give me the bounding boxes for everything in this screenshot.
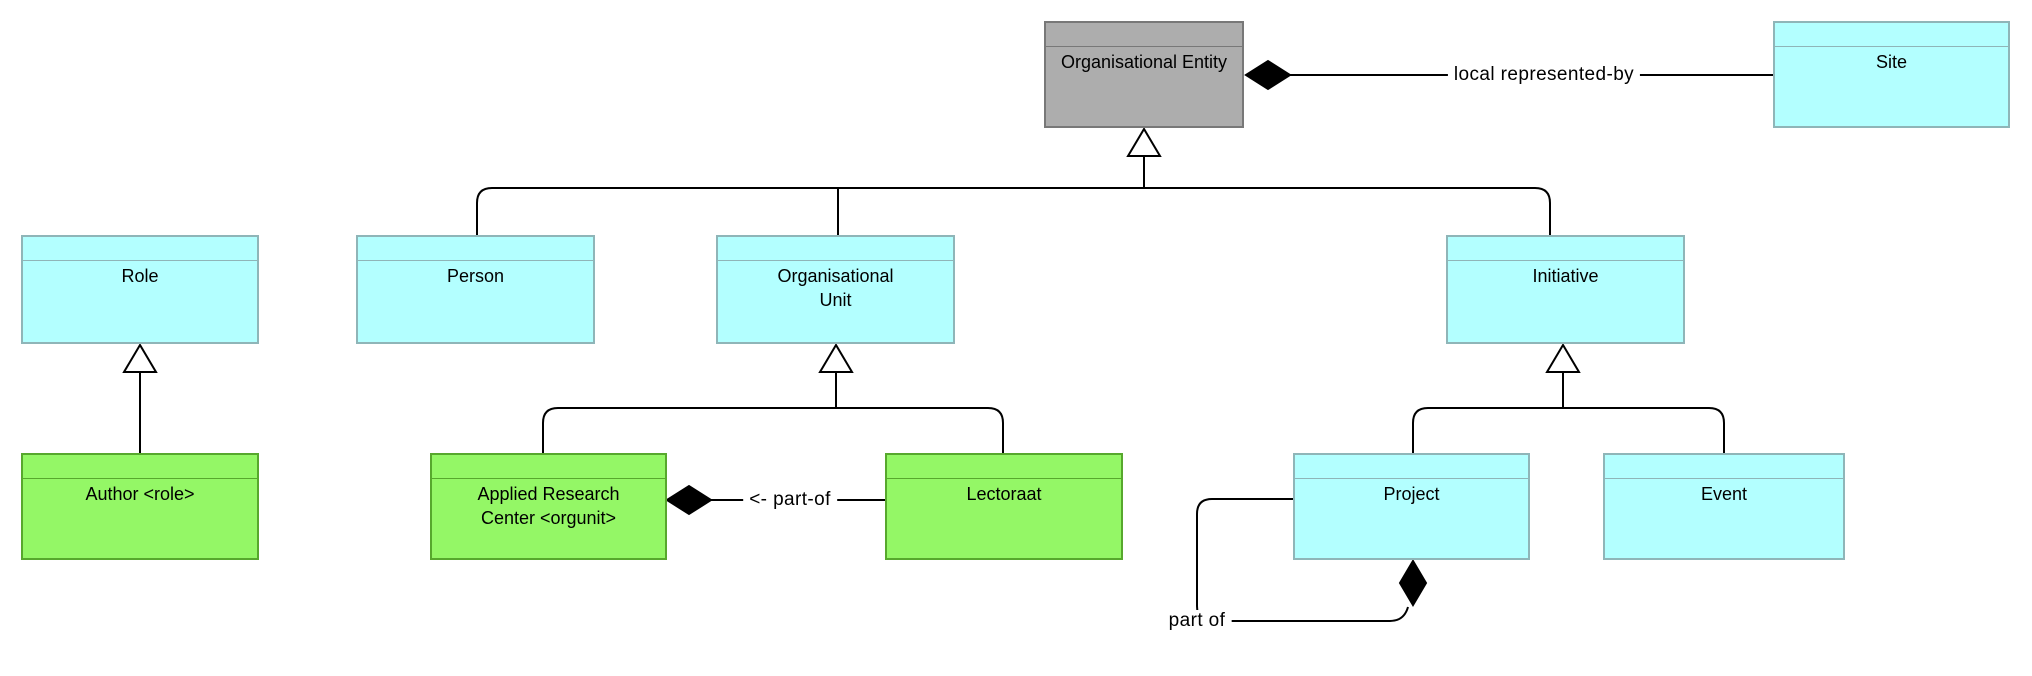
node-label: Applied Research Center <orgunit>	[477, 484, 620, 528]
node-header-compartment	[1295, 455, 1528, 479]
node-header-compartment	[432, 455, 665, 479]
generalization-arrow-icon	[122, 343, 158, 373]
composition-diamond-icon	[1398, 559, 1428, 607]
node-label: Author <role>	[85, 484, 195, 504]
node-lectoraat[interactable]: Lectoraat	[885, 453, 1123, 560]
composition-diamond-icon	[1244, 59, 1292, 91]
node-header-compartment	[1448, 237, 1683, 261]
edge-generalization-orgunit-bus[interactable]	[542, 407, 1004, 453]
node-label: Organisational Entity	[1060, 52, 1228, 72]
node-label: Role	[121, 266, 159, 286]
node-header-compartment	[23, 237, 257, 261]
edge-generalization-initiative-bus[interactable]	[1412, 407, 1725, 453]
node-author-role[interactable]: Author <role>	[21, 453, 259, 560]
node-label: Organisational Unit	[777, 266, 894, 310]
edge-label-project-part-of: part of	[1162, 610, 1232, 632]
node-label: Event	[1700, 484, 1748, 504]
node-event[interactable]: Event	[1603, 453, 1845, 560]
generalization-arrow-icon	[818, 343, 854, 373]
node-site[interactable]: Site	[1773, 21, 2010, 128]
node-role[interactable]: Role	[21, 235, 259, 344]
edge-label-part-of: <- part-of	[743, 489, 837, 511]
edge-generalization-entity-bus[interactable]	[476, 187, 1551, 235]
node-applied-research-center[interactable]: Applied Research Center <orgunit>	[430, 453, 667, 560]
node-label: Initiative	[1532, 266, 1599, 286]
generalization-arrow-icon	[1545, 343, 1581, 373]
node-label: Lectoraat	[966, 484, 1042, 504]
node-header-compartment	[1775, 23, 2008, 47]
edge-label-local-represented-by: local represented-by	[1447, 64, 1641, 86]
node-project[interactable]: Project	[1293, 453, 1530, 560]
node-label: Person	[446, 266, 505, 286]
node-header-compartment	[358, 237, 593, 261]
node-organisational-unit[interactable]: Organisational Unit	[716, 235, 955, 344]
node-header-compartment	[887, 455, 1121, 479]
generalization-arrow-icon	[1126, 127, 1162, 157]
node-initiative[interactable]: Initiative	[1446, 235, 1685, 344]
node-person[interactable]: Person	[356, 235, 595, 344]
node-organisational-entity[interactable]: Organisational Entity	[1044, 21, 1244, 128]
composition-diamond-icon	[665, 484, 713, 516]
node-header-compartment	[1046, 23, 1242, 47]
node-header-compartment	[718, 237, 953, 261]
node-header-compartment	[23, 455, 257, 479]
node-label: Project	[1383, 484, 1440, 504]
node-header-compartment	[1605, 455, 1843, 479]
node-label: Site	[1875, 52, 1908, 72]
